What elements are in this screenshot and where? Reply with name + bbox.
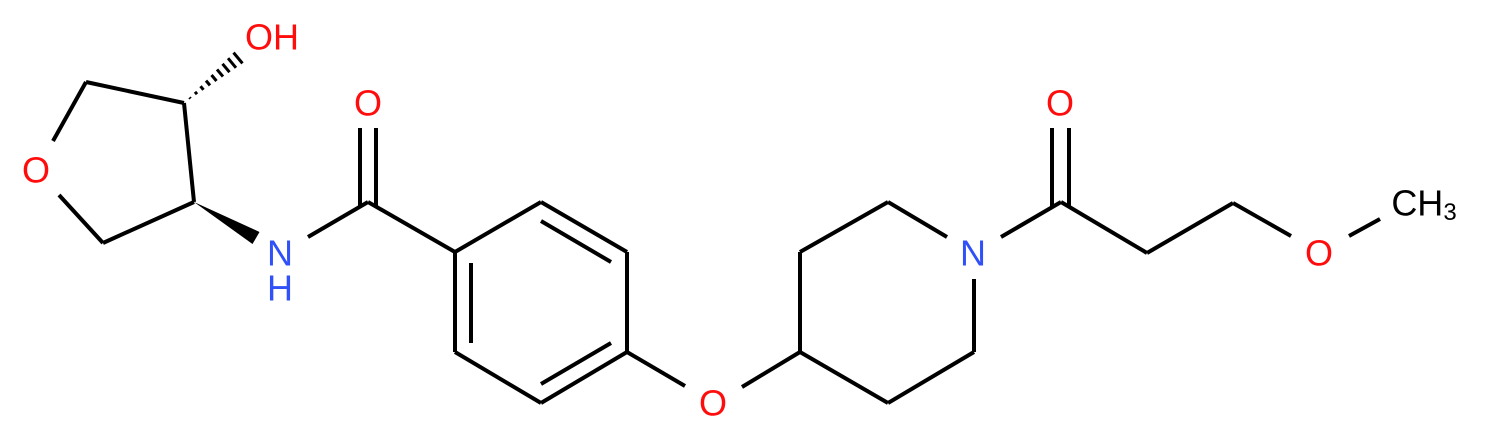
atom-label-nh-h: H bbox=[267, 268, 293, 309]
bond-line bbox=[51, 81, 88, 142]
hash-wedge-segment bbox=[204, 79, 212, 87]
hash-wedge-segment bbox=[210, 74, 218, 82]
bond-line bbox=[539, 219, 613, 264]
atom-label-o-methoxy: O bbox=[1305, 233, 1333, 274]
hash-wedge-segment bbox=[232, 51, 244, 65]
bond-line bbox=[306, 200, 370, 239]
atom-label-ch3: CH3 bbox=[1391, 183, 1456, 226]
bonds-layer bbox=[51, 80, 1381, 405]
atom-label-o-ring: O bbox=[22, 150, 50, 191]
bond-line bbox=[182, 102, 196, 203]
bond-line bbox=[1348, 217, 1381, 238]
bond-line bbox=[798, 350, 890, 405]
atom-label-o-acyl: O bbox=[1046, 83, 1074, 124]
bond-line bbox=[1059, 200, 1149, 255]
hash-wedge-segment bbox=[221, 62, 231, 74]
bond-line bbox=[453, 350, 543, 405]
bond-line bbox=[539, 200, 629, 254]
hash-wedge-segment bbox=[193, 90, 199, 96]
bond-line bbox=[886, 350, 976, 405]
bond-line bbox=[886, 200, 949, 239]
atom-label-o-amide: O bbox=[354, 83, 382, 124]
bond-line bbox=[999, 200, 1063, 239]
atom-label-n-pip: N bbox=[960, 233, 986, 274]
bond-line bbox=[1232, 201, 1292, 238]
bond-line bbox=[625, 350, 687, 388]
bond-line bbox=[539, 350, 629, 405]
bond-line bbox=[85, 80, 185, 105]
atom-label-o-ether: O bbox=[699, 383, 727, 424]
bond-line bbox=[453, 200, 543, 254]
atom-label-oh: OH bbox=[245, 17, 299, 58]
atom-label-nh-n: N bbox=[267, 233, 293, 274]
bond-line bbox=[740, 350, 802, 389]
stereo-wedges-layer bbox=[188, 51, 260, 245]
bond-line bbox=[367, 200, 456, 254]
bond-line bbox=[57, 193, 105, 245]
hash-wedge-segment bbox=[188, 96, 192, 100]
hash-wedge-segment bbox=[215, 68, 225, 78]
solid-wedge-bond bbox=[194, 202, 260, 245]
bond-line bbox=[102, 200, 195, 245]
hash-wedge-segment bbox=[226, 57, 238, 69]
bond-line bbox=[1145, 201, 1235, 255]
hash-wedge-segment bbox=[199, 85, 205, 91]
bond-line bbox=[539, 341, 613, 386]
bond-line bbox=[799, 200, 889, 254]
